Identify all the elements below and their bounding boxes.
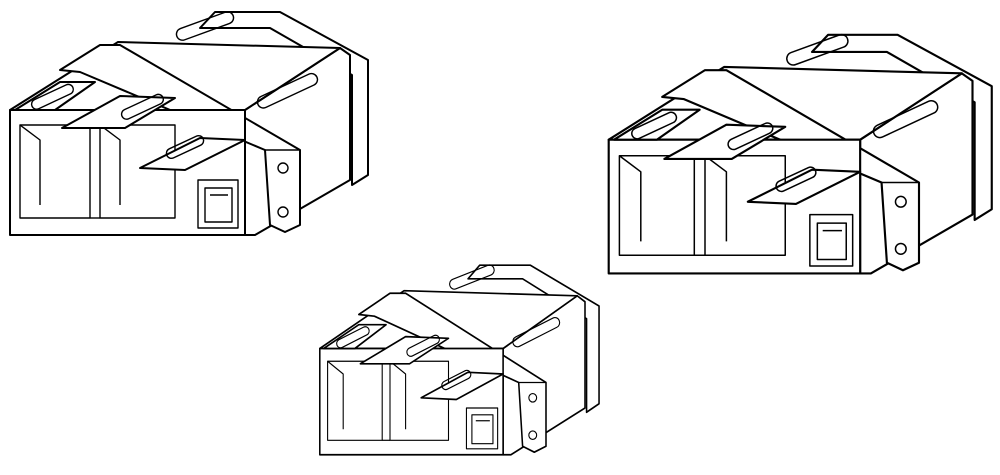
simplex-adapter-with-flange	[318, 262, 600, 456]
duplex-adapter-without-flange	[607, 31, 993, 275]
duplex-adapter-with-flange	[9, 9, 369, 236]
